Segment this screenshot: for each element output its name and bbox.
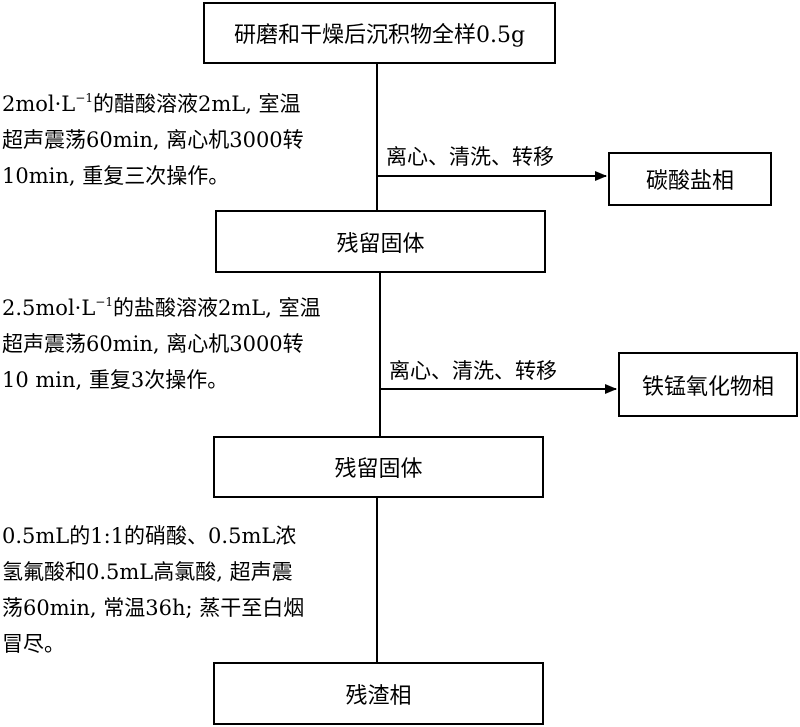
femn-oxide-phase-label: 铁锰氧化物相 [641,374,774,400]
start-sample-label: 研磨和干燥后沉积物全样0.5g [233,23,526,48]
step1-note: 2mol·L−1的醋酸溶液2mL, 室温 超声震荡60min, 离心机3000转… [2,86,304,194]
step3-line1: 0.5mL的1:1的硝酸、0.5mL浓 [2,524,297,548]
residual-phase-box: 残渣相 [213,662,544,725]
step3-line4: 冒尽。 [2,632,65,656]
step3-note: 0.5mL的1:1的硝酸、0.5mL浓 氢氟酸和0.5mL高氯酸, 超声震 荡6… [2,518,304,662]
start-sample-box: 研磨和干燥后沉积物全样0.5g [203,2,556,64]
arrow2-label: 离心、清洗、转移 [389,359,557,383]
carbonate-phase-label: 碳酸盐相 [645,169,734,194]
step2-note: 2.5mol·L−1的盐酸溶液2mL, 室温 超声震荡60min, 离心机300… [2,290,321,398]
residue2-box: 残留固体 [213,436,544,498]
step1-line1: 2mol·L−1的醋酸溶液2mL, 室温 [2,91,301,116]
step1-line3: 10min, 重复三次操作。 [2,164,230,188]
step2-line3: 10 min, 重复3次操作。 [2,368,229,392]
arrow1-label: 离心、清洗、转移 [386,145,554,169]
step1-line2: 超声震荡60min, 离心机3000转 [2,128,304,152]
step2-line1: 2.5mol·L−1的盐酸溶液2mL, 室温 [2,295,321,320]
femn-oxide-phase-box: 铁锰氧化物相 [618,352,798,417]
step3-line3: 荡60min, 常温36h; 蒸干至白烟 [2,596,305,620]
residue2-label: 残留固体 [334,457,423,482]
residual-phase-label: 残渣相 [345,683,412,709]
residue1-label: 残留固体 [336,231,425,257]
carbonate-phase-box: 碳酸盐相 [608,152,772,206]
step2-line2: 超声震荡60min, 离心机3000转 [2,332,304,356]
residue1-box: 残留固体 [215,210,546,273]
step3-line2: 氢氟酸和0.5mL高氯酸, 超声震 [2,560,293,584]
